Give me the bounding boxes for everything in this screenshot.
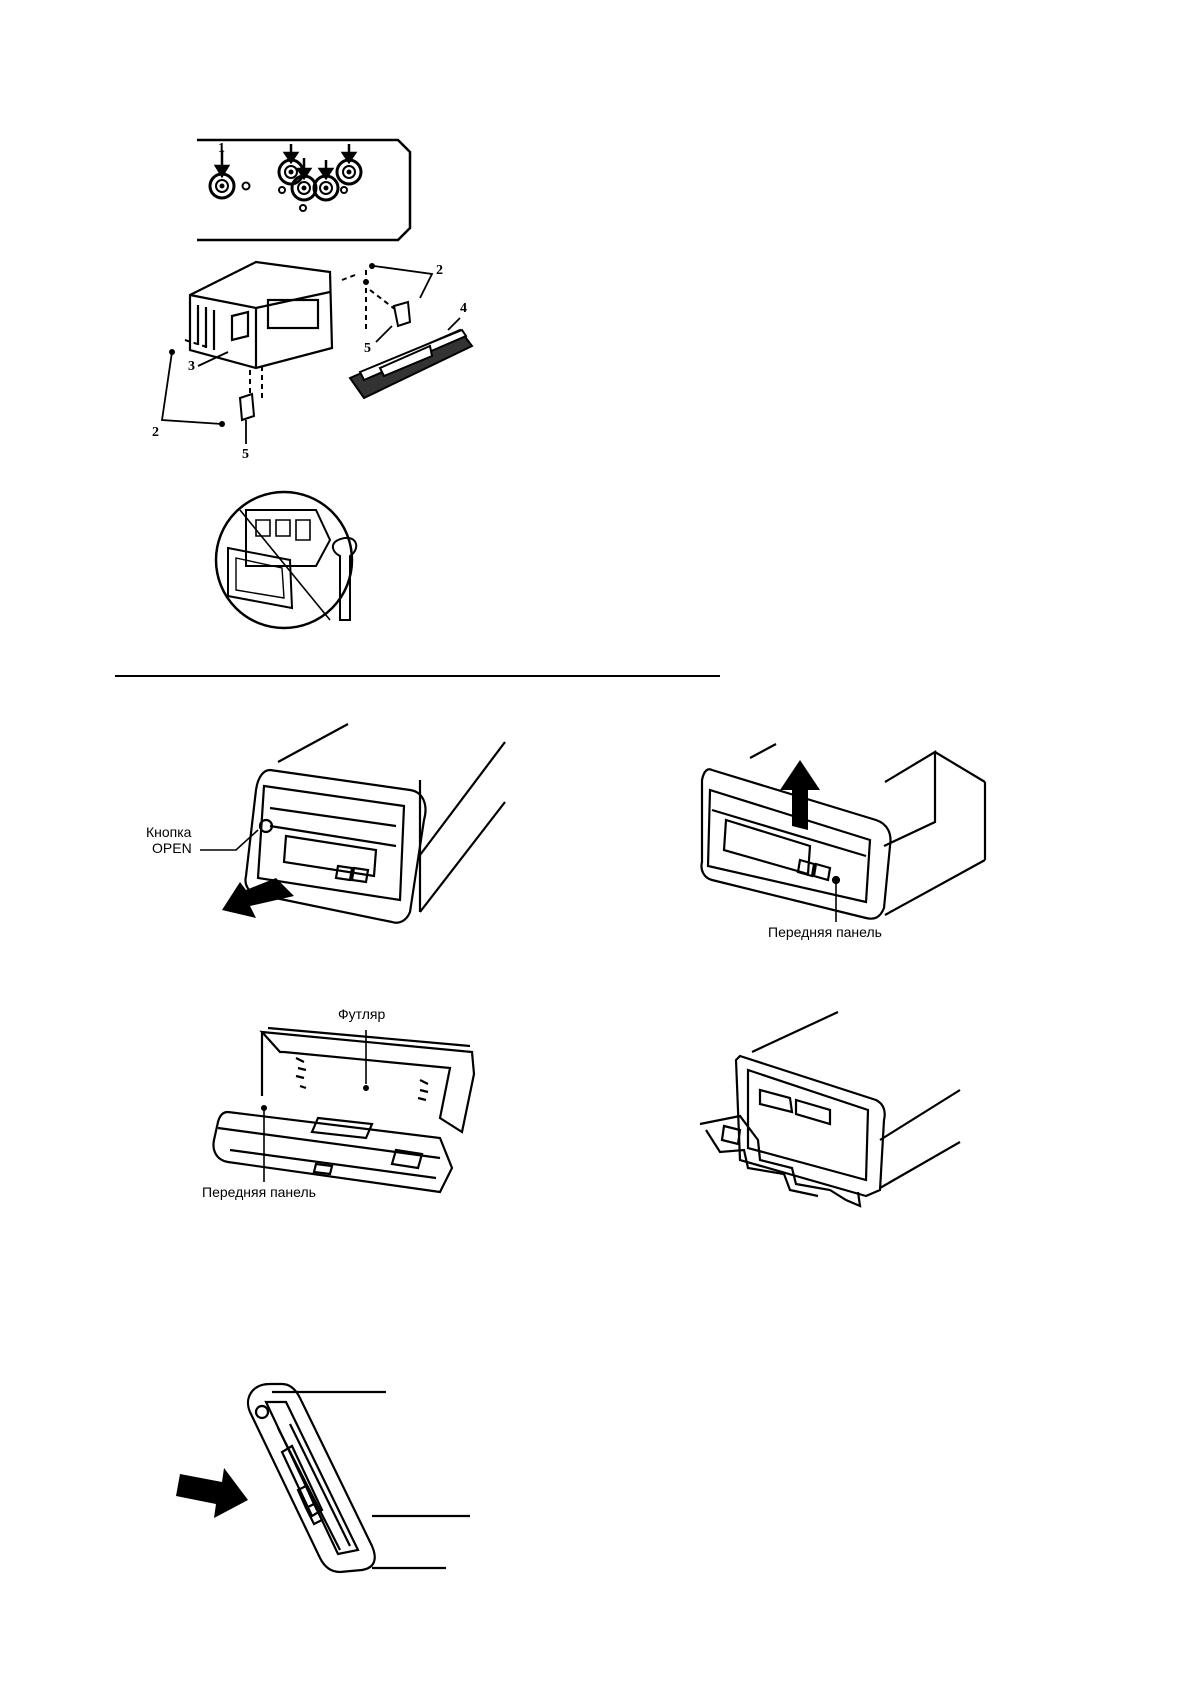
open-button-leader [200,829,259,851]
unit-attach-panel-figure [246,1382,470,1574]
callout-leaders [160,265,461,444]
open-button-label-line1: Кнопка [146,824,192,840]
front-panel-label-case: Передняя панель [202,1184,316,1200]
panel-in-case-figure [212,1026,476,1194]
callout-1: 1 [218,141,225,156]
screws [169,263,375,427]
callout-5-bottom: 5 [242,447,249,462]
lift-arrow [780,760,820,830]
unit-panel-removed-figure [699,1011,961,1208]
unit-lift-panel-figure [700,743,987,920]
mounting-brackets [238,300,412,422]
callout-4: 4 [460,301,467,316]
pull-arrow [222,878,294,918]
mounting-guides [184,270,397,398]
rca-jacks [208,158,363,212]
open-button-label: Кнопка OPEN [146,824,192,856]
unit-open-button-figure [244,723,506,924]
rear-panel-outline [197,138,412,242]
open-button-label-line2: OPEN [152,840,192,856]
callout-2-bottom: 2 [152,425,159,440]
callout-3: 3 [188,359,195,374]
case-label: Футляр [338,1006,386,1022]
jack-arrows [213,144,358,181]
callout-2-top: 2 [436,263,443,278]
front-panel-case-dot [261,1105,267,1111]
callout-5-top: 5 [364,341,371,356]
head-unit-housing [188,260,334,370]
push-arrow [176,1468,248,1518]
case-marker-dot [363,1085,369,1091]
removal-key-detail [214,490,358,630]
front-panel-label-top-right: Передняя панель [768,924,882,940]
